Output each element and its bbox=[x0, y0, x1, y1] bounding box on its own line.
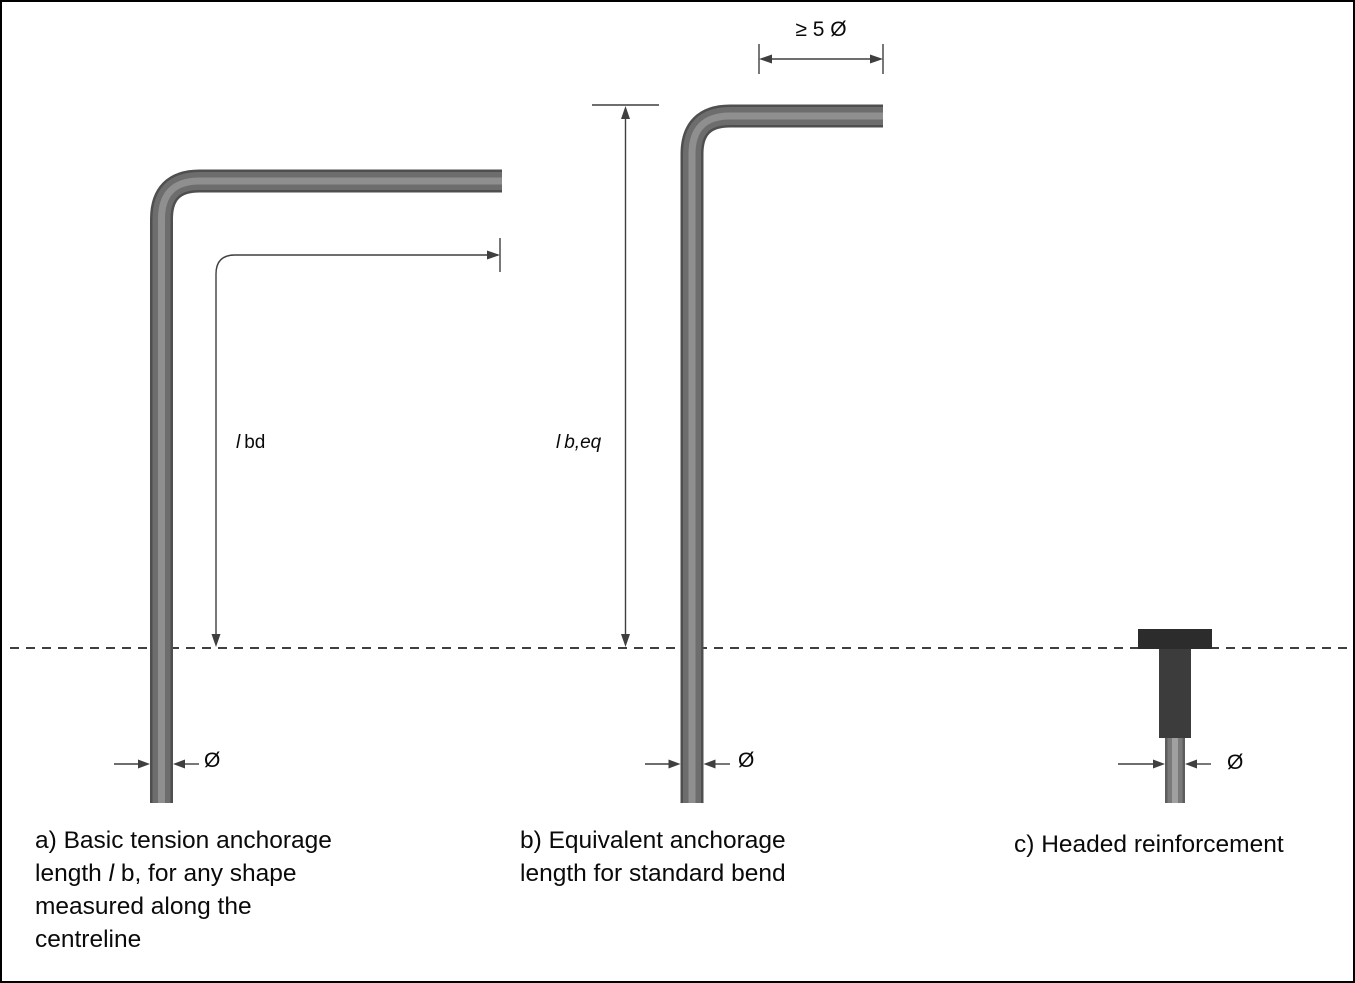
caption-line: measured along the bbox=[35, 893, 252, 920]
caption-line: b) Equivalent anchorage bbox=[520, 827, 786, 854]
dimension-diameter-a bbox=[114, 759, 199, 769]
caption-line: length for standard bend bbox=[520, 860, 786, 887]
caption-line: a) Basic tension anchorage bbox=[35, 827, 332, 854]
dimension-5-diameters bbox=[758, 44, 884, 74]
head-collar bbox=[1159, 646, 1191, 738]
caption-line: c) Headed reinforcement bbox=[1014, 831, 1284, 858]
min-5-diameters-label: ≥ 5 Ø bbox=[795, 18, 847, 41]
dimension-lbd bbox=[211, 238, 501, 647]
diameter-label-c: Ø bbox=[1227, 751, 1244, 774]
caption-line: length l b, for any shape bbox=[35, 860, 297, 887]
dimension-lbeq bbox=[592, 104, 659, 647]
lbd-symbol: l bbox=[236, 432, 241, 453]
lbeq-subscript: b,eq bbox=[564, 432, 602, 453]
diameter-label-a: Ø bbox=[204, 749, 221, 772]
lbeq-symbol: l bbox=[556, 432, 561, 453]
caption-line: centreline bbox=[35, 926, 142, 953]
bar-b bbox=[680, 104, 883, 803]
diameter-label-b: Ø bbox=[738, 749, 755, 772]
head-plate bbox=[1138, 629, 1212, 649]
lbd-subscript: bd bbox=[244, 432, 266, 453]
dimension-diameter-b bbox=[645, 759, 730, 769]
caption-a: a) Basic tension anchorage length l b, f… bbox=[35, 824, 332, 956]
caption-b: b) Equivalent anchorage length for stand… bbox=[520, 824, 786, 890]
headed-bar bbox=[1138, 629, 1212, 803]
caption-c: c) Headed reinforcement bbox=[1014, 828, 1284, 861]
dimension-diameter-c bbox=[1118, 759, 1211, 769]
bar-a bbox=[150, 169, 502, 803]
